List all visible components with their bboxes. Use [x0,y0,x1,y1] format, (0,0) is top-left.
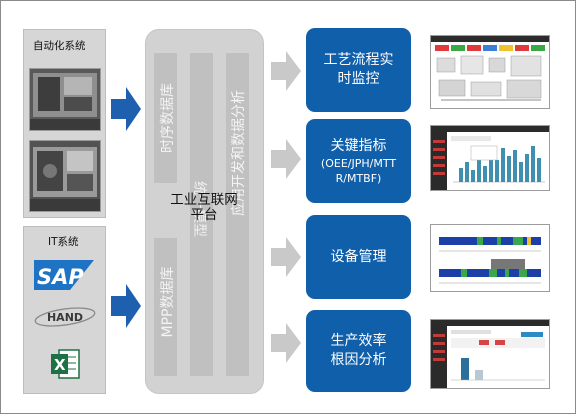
bar-chart-screenshot-icon [431,126,549,190]
arrow-right-icon [111,87,141,131]
pillar-mpp-db [154,238,177,376]
platform-title: 工业互联网 平台 [161,193,247,223]
cnc-machine-photo-2 [29,140,101,212]
platform-title-line1: 工业互联网 [170,192,238,208]
arrow-right-icon [271,51,301,91]
hand-logo: HAND [34,307,96,327]
process-flow-screenshot-icon [431,36,549,101]
automation-system-title: 自动化系统 [33,40,86,52]
module-key-indicators-label: 关键指标 [330,137,387,154]
module-process-monitoring: 工艺流程实时监控 [306,28,411,112]
svg-text:HAND: HAND [47,311,83,324]
it-system-box: IT系统 SAP HAND X [23,226,106,394]
svg-text:SAP: SAP [37,265,84,289]
screenshot-key-indicators [430,125,550,191]
module-key-indicators-subtitle: (OEE/JPH/MTTR/MTBF) [320,156,397,185]
it-system-title: IT系统 [48,236,79,248]
screenshot-process-monitoring [430,35,550,109]
module-root-cause-analysis-label: 生产效率根因分析 [330,333,387,368]
automation-system-box: 自动化系统 [23,29,106,218]
arrow-right-icon [271,323,301,363]
svg-text:X: X [54,356,66,374]
pillar-label-mpp-db: MPP数据库 [160,266,176,338]
arrow-right-icon [271,139,301,179]
cnc-machine-icon [30,69,100,130]
excel-icon: X [51,349,80,379]
sap-logo: SAP [34,260,94,290]
screenshot-root-cause-analysis [430,319,550,389]
pillar-unified-model [190,53,213,376]
module-key-indicators: 关键指标 (OEE/JPH/MTTR/MTBF) [306,119,411,203]
module-process-monitoring-label: 工艺流程实时监控 [323,52,394,87]
module-equipment-management: 设备管理 [306,215,411,299]
pillar-timeseries-db [154,53,177,183]
timeline-screenshot-icon [439,237,541,284]
arrow-right-icon [111,284,141,328]
screenshot-equipment-management [430,224,550,292]
pillar-label-timeseries-db: 时序数据库 [160,83,176,153]
pillar-app-dev [226,53,249,376]
arrow-right-icon [271,237,301,277]
module-root-cause-analysis: 生产效率根因分析 [306,310,411,392]
module-equipment-management-label: 设备管理 [330,248,387,265]
cnc-machine-photo-1 [29,68,101,131]
platform-title-line2: 平台 [190,207,218,223]
cnc-machine-icon [30,141,100,211]
analysis-screenshot-icon [431,320,549,388]
